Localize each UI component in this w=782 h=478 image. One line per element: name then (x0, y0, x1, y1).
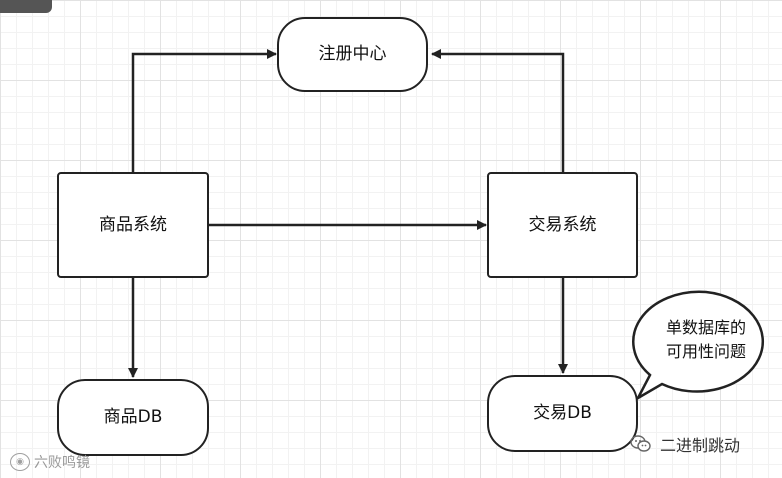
product-db-node: 商品DB (57, 379, 209, 456)
watermark-left: ◉ 六败鸣镜 (10, 452, 90, 472)
product-system-node: 商品系统 (57, 172, 209, 278)
trade-system-node: 交易系统 (487, 172, 638, 278)
edge-product-to-registry (131, 49, 277, 172)
product-db-label: 商品DB (103, 407, 163, 427)
callout-line-2: 可用性问题 (665, 342, 746, 361)
registry-label: 注册中心 (318, 44, 387, 64)
callout-line-1: 单数据库的 (665, 318, 746, 337)
trade-system-label: 交易系统 (528, 214, 597, 235)
watermark-camera-icon: ◉ (10, 453, 30, 471)
edge-trade-to-registry (431, 49, 565, 172)
trade-db-node: 交易DB (487, 375, 638, 452)
watermark-left-text: 六败鸣镜 (34, 455, 90, 471)
registry-node: 注册中心 (277, 17, 428, 92)
trade-db-label: 交易DB (533, 403, 592, 423)
watermark-right: 二进制跳动 (630, 432, 740, 456)
window-corner-tab (0, 0, 52, 13)
watermark-right-text: 二进制跳动 (660, 436, 741, 455)
wechat-icon (630, 435, 652, 453)
callout-bubble (632, 290, 765, 402)
product-system-label: 商品系统 (99, 214, 167, 235)
callout-text: 单数据库的 可用性问题 (646, 316, 766, 364)
